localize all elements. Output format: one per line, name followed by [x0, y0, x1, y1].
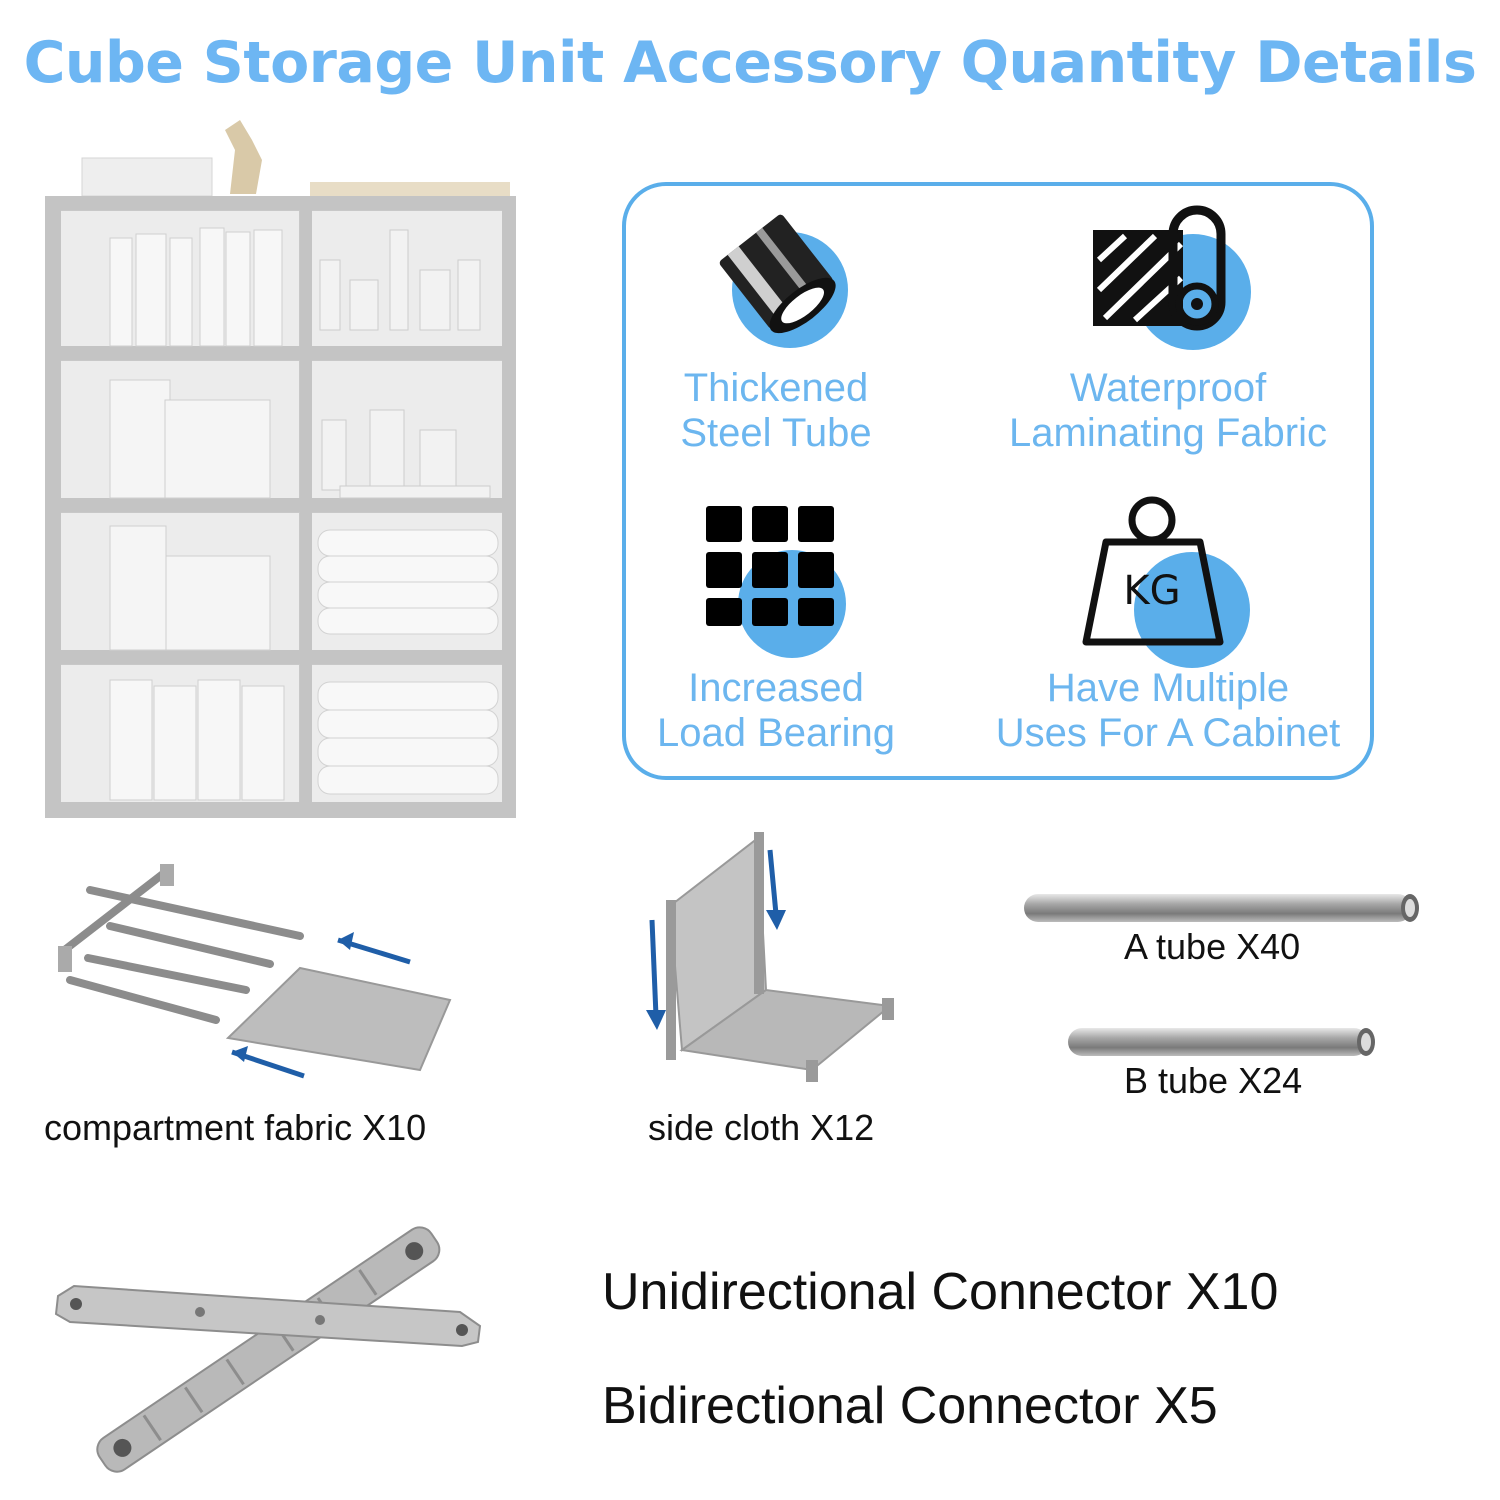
b-tube-image: [1068, 1028, 1375, 1056]
connectors-image: [54, 1226, 482, 1473]
bidirectional-connector-label: Bidirectional Connector X5: [602, 1377, 1218, 1435]
unidirectional-connector-label: Unidirectional Connector X10: [602, 1263, 1279, 1321]
storage-unit-image: [45, 120, 516, 818]
fabric-roll-icon: [1093, 205, 1251, 350]
compartment-fabric-label: compartment fabric X10: [44, 1107, 427, 1148]
steel-tube-icon: [719, 214, 848, 348]
weight-text: KG: [1123, 568, 1180, 614]
grid-icon: [706, 506, 846, 658]
a-tube-label: A tube X40: [1124, 926, 1301, 967]
b-tube-label: B tube X24: [1124, 1060, 1303, 1101]
features-panel: [622, 182, 1374, 780]
a-tube-image: [1024, 894, 1419, 922]
side-cloth-image: [646, 832, 894, 1082]
page-title: Cube Storage Unit Accessory Quantity Det…: [23, 30, 1477, 96]
weight-icon: KG: [1082, 496, 1250, 668]
compartment-fabric-image: [58, 864, 452, 1079]
side-cloth-label: side cloth X12: [648, 1107, 875, 1148]
